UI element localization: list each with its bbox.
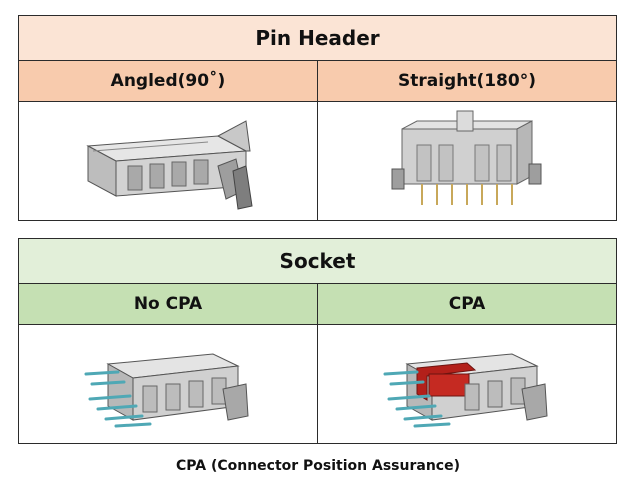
cpa-cell bbox=[318, 325, 616, 443]
pin-header-table: Pin Header Angled(90˚) Straight(180°) bbox=[18, 15, 617, 221]
cpa-header: CPA bbox=[448, 294, 486, 314]
socket-cpa-illustration bbox=[383, 353, 548, 428]
cpa-footnote: CPA (Connector Position Assurance) bbox=[175, 458, 460, 474]
no-cpa-cell bbox=[19, 325, 318, 443]
angled-header: Angled(90˚) bbox=[19, 61, 318, 101]
socket-images bbox=[19, 325, 616, 443]
socket-table: Socket No CPA CPA bbox=[18, 238, 617, 444]
angled-cell bbox=[19, 102, 318, 220]
socket-column-headers: No CPA CPA bbox=[19, 284, 616, 325]
pin-header-column-headers: Angled(90˚) Straight(180°) bbox=[19, 61, 616, 102]
pin-header-images bbox=[19, 102, 616, 220]
socket-no-cpa-illustration bbox=[84, 353, 249, 428]
pin-header-title: Pin Header bbox=[19, 16, 616, 61]
angled-pin-header-illustration bbox=[86, 120, 253, 210]
socket-title: Socket bbox=[19, 239, 616, 284]
straight-pin-header-illustration bbox=[391, 110, 542, 205]
straight-header: Straight(180°) bbox=[398, 71, 536, 91]
no-cpa-header: No CPA bbox=[19, 284, 318, 324]
straight-cell bbox=[318, 102, 616, 220]
